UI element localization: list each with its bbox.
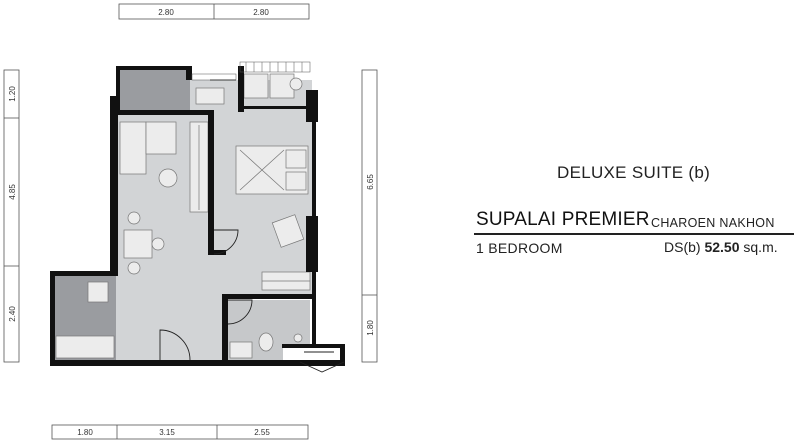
balcony-left xyxy=(118,70,190,112)
dim-bottom-2: 3.15 xyxy=(159,428,175,437)
balcony-unit-1 xyxy=(243,73,269,99)
shaft-floor xyxy=(283,346,340,360)
dining-table xyxy=(123,229,153,259)
walls xyxy=(50,66,345,366)
left-dimension-strip: 1.20 4.85 2.40 xyxy=(3,69,20,363)
bathroom-door xyxy=(227,299,253,325)
entry-door xyxy=(159,329,191,361)
coffee-table xyxy=(158,168,178,188)
sofa xyxy=(119,121,147,175)
area-value: 52.50 xyxy=(704,239,740,255)
bedroom-door xyxy=(213,229,239,255)
unit-area: DS(b) 52.50 sq.m. xyxy=(664,239,778,255)
shaft-hatch xyxy=(299,361,345,373)
floor-drain xyxy=(293,333,303,343)
toilet xyxy=(258,332,274,352)
dim-left-1: 1.20 xyxy=(8,86,17,102)
project-location: CHAROEN NAKHON xyxy=(651,216,775,230)
sink xyxy=(87,281,109,303)
right-dimension-strip: 6.65 1.80 xyxy=(361,69,378,363)
washing-machine xyxy=(195,87,225,105)
dining-chair-3 xyxy=(151,237,165,251)
title-divider xyxy=(474,233,794,235)
dining-chair-1 xyxy=(127,211,141,225)
area-unit: sq.m. xyxy=(743,239,778,255)
bedroom-chair xyxy=(271,214,305,248)
doors xyxy=(159,79,345,373)
unit-code: DS(b) xyxy=(664,239,701,255)
unit-type-title: DELUXE SUITE (b) xyxy=(557,163,711,182)
bottom-dimension-strip: 1.80 3.15 2.55 xyxy=(51,424,309,440)
dim-top-1: 2.80 xyxy=(158,8,174,17)
vanity xyxy=(229,341,253,359)
dim-bottom-1: 1.80 xyxy=(77,428,93,437)
project-name: SUPALAI PREMIER xyxy=(476,209,650,230)
dim-left-3: 2.40 xyxy=(8,306,17,322)
dim-bottom-3: 2.55 xyxy=(254,428,270,437)
dim-right-2: 1.80 xyxy=(366,320,375,336)
dim-left-2: 4.85 xyxy=(8,184,17,200)
bedroom-count: 1 BEDROOM xyxy=(476,240,563,256)
furniture xyxy=(55,73,311,359)
dim-top-2: 2.80 xyxy=(253,8,269,17)
dim-right-1: 6.65 xyxy=(366,174,375,190)
dining-chair-2 xyxy=(127,261,141,275)
kitchen-counter xyxy=(55,335,115,359)
railings xyxy=(191,61,311,81)
top-dimension-strip: 2.80 2.80 xyxy=(118,3,310,20)
